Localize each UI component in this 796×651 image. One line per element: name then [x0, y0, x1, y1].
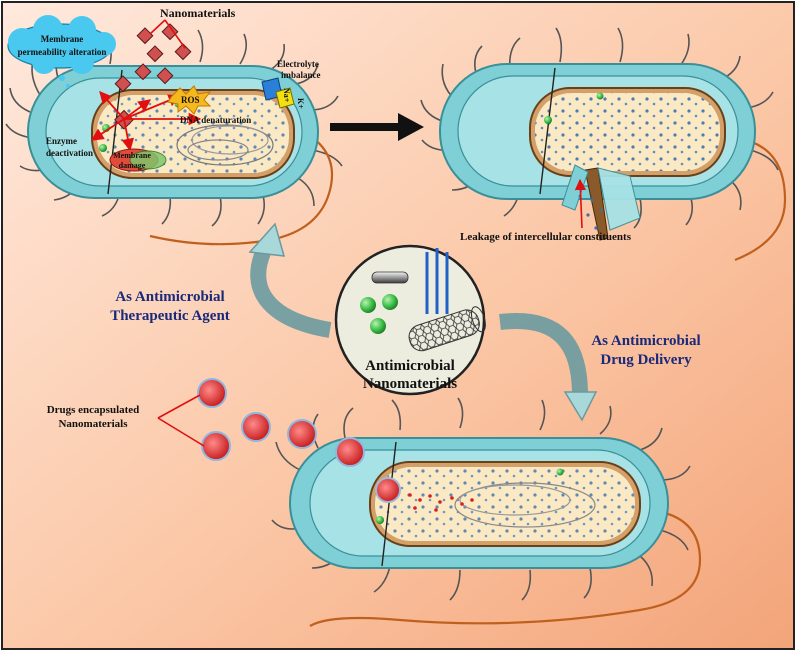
label-therapeutic-2: Therapeutic Agent	[110, 308, 230, 324]
nanosphere-icon	[360, 297, 376, 313]
bacterium-top-right	[420, 27, 787, 262]
nanowire-icon	[425, 248, 449, 314]
pointer-nano-1	[149, 19, 166, 35]
label-membrane-2: permeability alteration	[18, 47, 107, 57]
membrane-permeability-cloud	[7, 15, 116, 88]
membrane-rupture	[584, 167, 609, 241]
label-na-ion: Na+	[282, 88, 291, 103]
label-leakage: Leakage of intercellular constituents	[460, 231, 632, 243]
transition-arrow	[330, 113, 424, 141]
pointer-nano-2	[164, 19, 186, 49]
leakage-pointer	[574, 178, 587, 229]
label-therapeutic-1: As Antimicrobial	[115, 289, 224, 305]
label-membrane-1: Membrane	[41, 34, 84, 44]
divider-line	[107, 69, 123, 195]
label-drugs-2: Nanomaterials	[58, 418, 128, 430]
nanotube-icon	[408, 306, 486, 352]
label-membrane-damage-1: Membrane	[113, 151, 151, 160]
label-membrane-damage-2: damage	[119, 161, 146, 170]
label-delivery-1: As Antimicrobial	[591, 333, 700, 349]
label-ros: ROS	[181, 95, 200, 105]
ros-burst	[167, 85, 212, 115]
label-electrolyte-2: imbalance	[281, 70, 321, 80]
label-k-ion: K+	[296, 98, 305, 109]
label-center-1: Antimicrobial	[365, 358, 455, 374]
curved-arrow-therapeutic	[250, 244, 332, 338]
center-nanomaterials-circle	[334, 244, 486, 396]
label-electrolyte-1: Electrolyte	[277, 59, 319, 69]
label-enzyme-1: Enzyme	[46, 136, 77, 146]
label-drugs-1: Drugs encapsulated	[47, 404, 140, 416]
label-nanomaterials: Nanomaterials	[160, 6, 236, 20]
pointer-drug-1	[157, 394, 201, 419]
label-delivery-2: Drug Delivery	[600, 352, 692, 368]
dna-coil	[176, 124, 274, 166]
bacterium-bottom	[271, 397, 702, 627]
label-enzyme-2: deactivation	[46, 148, 93, 158]
tail-flagellum	[149, 129, 334, 246]
curved-arrow-delivery	[499, 313, 588, 396]
drug-nanoparticles	[197, 378, 365, 467]
electrolyte-ions	[261, 77, 295, 109]
nanorod-icon	[371, 271, 409, 284]
label-dna-denaturation: DNA denaturation	[180, 115, 251, 125]
pointer-drug-2	[157, 417, 205, 447]
label-center-2: Nanomaterials	[363, 376, 457, 392]
drug-entering	[375, 477, 401, 503]
